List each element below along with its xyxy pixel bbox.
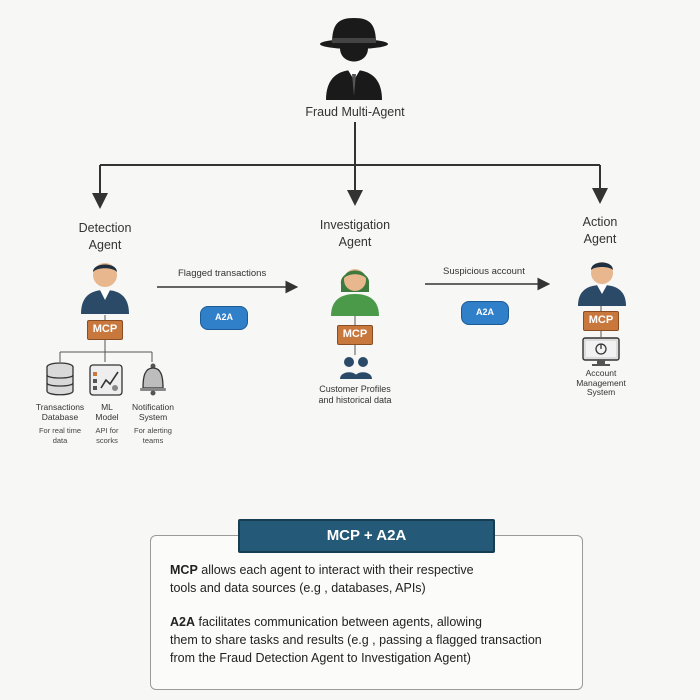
detection-mcp-badge: MCP [87,320,123,340]
investigation-label-line2: Agent [338,235,372,249]
database-icon [46,362,74,396]
suspicious-account-label: Suspicious account [443,266,525,277]
customer-profiles-icon [340,357,372,379]
detection-agent-icon [81,263,129,314]
detection-label-line1: Detection [78,221,132,235]
investigation-agent-label: Investigation Agent [305,217,405,251]
account-mgmt-line2: Management [576,377,626,388]
mcp-text-line2: tools and data sources (e.g , databases,… [170,581,426,595]
tool-db-desc: For real time data [25,426,95,445]
a2a-text-line3: from the Fraud Detection Agent to Invest… [170,651,471,665]
db-desc-line2: data [52,435,68,445]
investigation-agent-icon [331,269,379,316]
a2a-bold: A2A [170,615,196,629]
tool-notify-desc: For alerting teams [120,426,186,445]
action-mcp-badge: MCP [583,311,619,331]
notify-desc-line2: teams [142,435,164,445]
customer-profiles-label: Customer Profiles and historical data [300,384,410,406]
detection-label-line2: Agent [88,238,122,252]
account-management-label: Account Management System [555,368,647,398]
tool-db-title: Transactions Database [25,402,95,422]
ml-desc-line1: API for [95,426,119,435]
ml-title-line1: ML [101,402,113,412]
action-agent-icon [578,262,626,306]
investigation-mcp-badge: MCP [337,325,373,345]
account-mgmt-line3: System [586,387,616,397]
tool-ml-title: ML Model [85,402,129,422]
action-agent-label: Action Agent [565,214,635,248]
a2a-badge-flagged: A2A [200,306,248,330]
tool-ml-desc: API for scorks [85,426,129,445]
action-label-line1: Action [582,215,618,229]
monitor-icon [582,337,620,366]
ml-title-line2: Model [95,412,119,422]
investigation-label-line1: Investigation [319,218,391,232]
account-mgmt-line1: Account [585,368,617,378]
notify-title-line1: Notification [131,402,175,412]
notify-title-line2: System [138,412,168,422]
spy-icon [320,18,388,100]
customer-profiles-line2: and historical data [318,395,392,405]
bell-icon [140,363,166,396]
mcp-text-line1: allows each agent to interact with their… [197,563,474,577]
info-a2a-paragraph: A2A facilitates communication between ag… [170,613,570,667]
flagged-transactions-label: Flagged transactions [178,268,267,279]
customer-profiles-line1: Customer Profiles [319,384,391,394]
info-box [150,535,583,690]
ml-desc-line2: scorks [96,435,118,445]
db-title-line1: Transactions [35,402,85,412]
info-mcp-paragraph: MCP allows each agent to interact with t… [170,561,570,597]
mcp-bold: MCP [170,563,198,577]
a2a-text-line2: them to share tasks and results (e.g , p… [170,633,542,647]
top-agent-label: Fraud Multi-Agent [305,105,405,119]
notify-desc-line1: For alerting [134,426,172,435]
ml-model-icon [89,364,123,396]
detection-agent-label: Detection Agent [60,220,150,254]
db-title-line2: Database [41,412,79,422]
info-title: MCP + A2A [238,519,495,553]
tool-notify-title: Notification System [120,402,186,422]
db-desc-line1: For real time [38,426,82,435]
a2a-text-line1: facilitates communication between agents… [195,615,482,629]
action-label-line2: Agent [583,232,617,246]
a2a-badge-suspicious: A2A [461,301,509,325]
